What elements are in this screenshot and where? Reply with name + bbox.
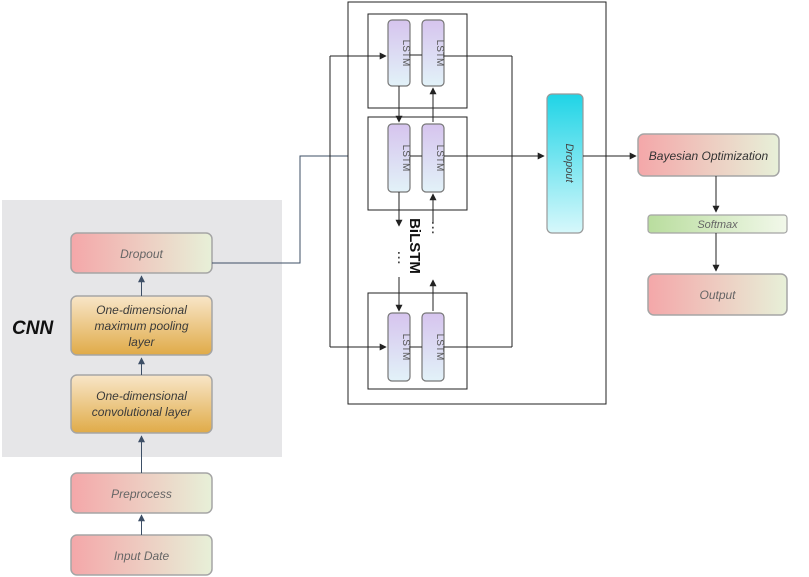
pooling-layer-box: One-dimensional maximum pooling layer	[70, 295, 213, 356]
output-box: Output	[647, 273, 788, 316]
bilstm-vertical-arrows	[395, 86, 437, 312]
lstm-labels: LSTM LSTM LSTM LSTM LSTM LSTM	[400, 40, 445, 361]
pooling-layer-label-2: maximum pooling	[94, 319, 188, 333]
lstm-label: LSTM	[434, 145, 445, 172]
cnn-label: CNN	[12, 318, 54, 339]
bayes-label: Bayesian Optimization	[649, 149, 769, 163]
cnn-dropout-label: Dropout	[120, 247, 163, 261]
cnn-dropout-box: Dropout	[70, 232, 213, 274]
bilstm-dropout-label: Dropout	[563, 143, 575, 183]
conv-layer-box: One-dimensional convolutional layer	[70, 374, 213, 434]
ellipsis-right: ⋮	[426, 220, 440, 236]
conv-layer-label-2: convolutional layer	[92, 405, 192, 419]
lstm-block-1	[367, 13, 468, 109]
conv-layer-label-1: One-dimensional	[96, 389, 187, 403]
cell-links	[410, 54, 422, 348]
lstm-label: LSTM	[400, 40, 411, 67]
input-box: Input Date	[70, 534, 213, 576]
lstm-block-3	[367, 292, 468, 390]
output-label: Output	[699, 288, 736, 302]
bilstm-dropout-box: Dropout	[546, 93, 584, 234]
softmax-label: Softmax	[697, 219, 738, 231]
lstm-label: LSTM	[434, 334, 445, 361]
bilstm-input-bus	[329, 52, 387, 351]
preprocess-box: Preprocess	[70, 472, 213, 514]
lstm-label: LSTM	[400, 334, 411, 361]
lstm-cell	[421, 123, 445, 193]
lstm-block-2	[367, 116, 468, 211]
bilstm-label: BiLSTM	[406, 218, 423, 274]
bilstm-output-bus	[444, 55, 545, 348]
ellipsis-left: ⋮	[392, 250, 406, 266]
pooling-layer-label-3: layer	[128, 335, 155, 349]
lstm-cell	[421, 19, 445, 87]
pooling-layer-label-1: One-dimensional	[96, 303, 187, 317]
cnn-to-bilstm-connector	[212, 152, 387, 264]
lstm-cells	[387, 19, 445, 382]
lstm-label: LSTM	[434, 40, 445, 67]
softmax-box: Softmax	[647, 214, 788, 234]
bayes-box: Bayesian Optimization	[637, 133, 780, 177]
preprocess-label: Preprocess	[111, 487, 172, 501]
lstm-label: LSTM	[400, 145, 411, 172]
input-label: Input Date	[114, 549, 170, 563]
